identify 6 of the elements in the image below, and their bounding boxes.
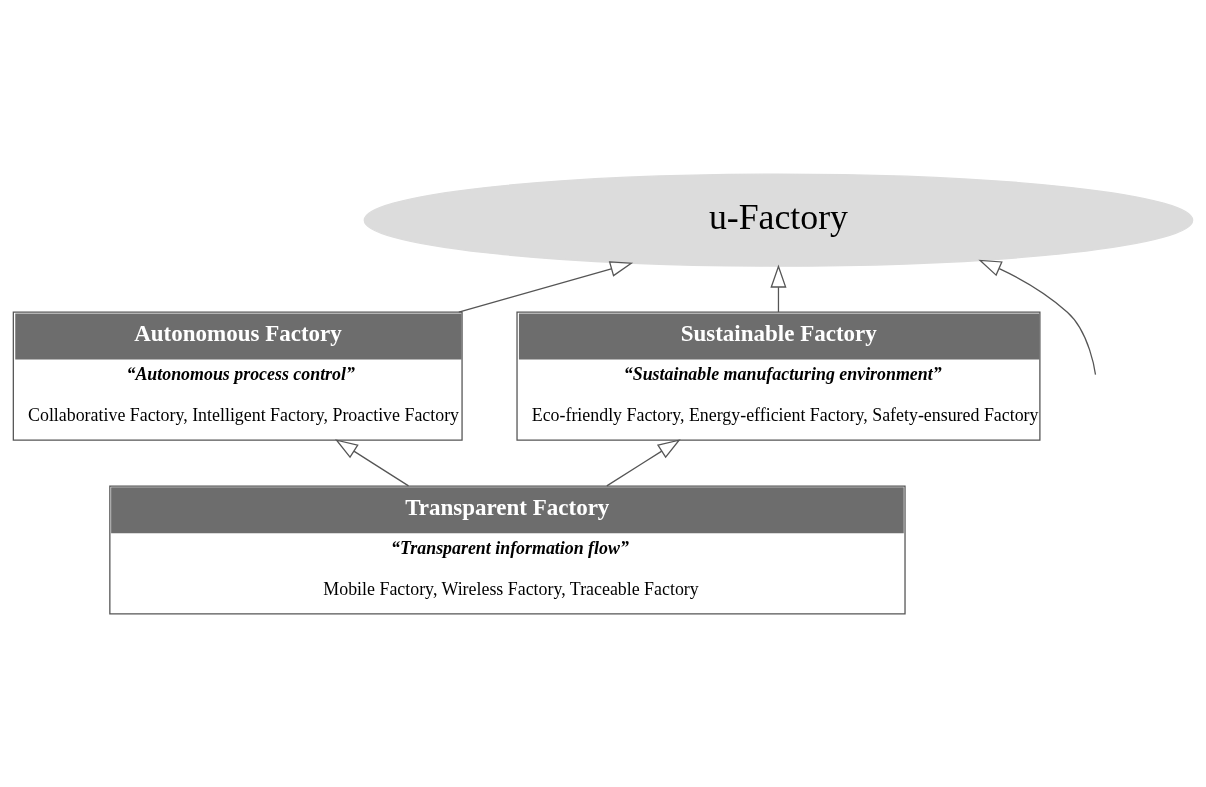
- arrow: [606, 438, 681, 486]
- arrow: [978, 259, 1097, 375]
- node-ellipse: u-Factory: [363, 172, 1194, 267]
- arrow: [770, 264, 787, 313]
- arrow: [334, 438, 410, 486]
- arrow: [458, 260, 634, 313]
